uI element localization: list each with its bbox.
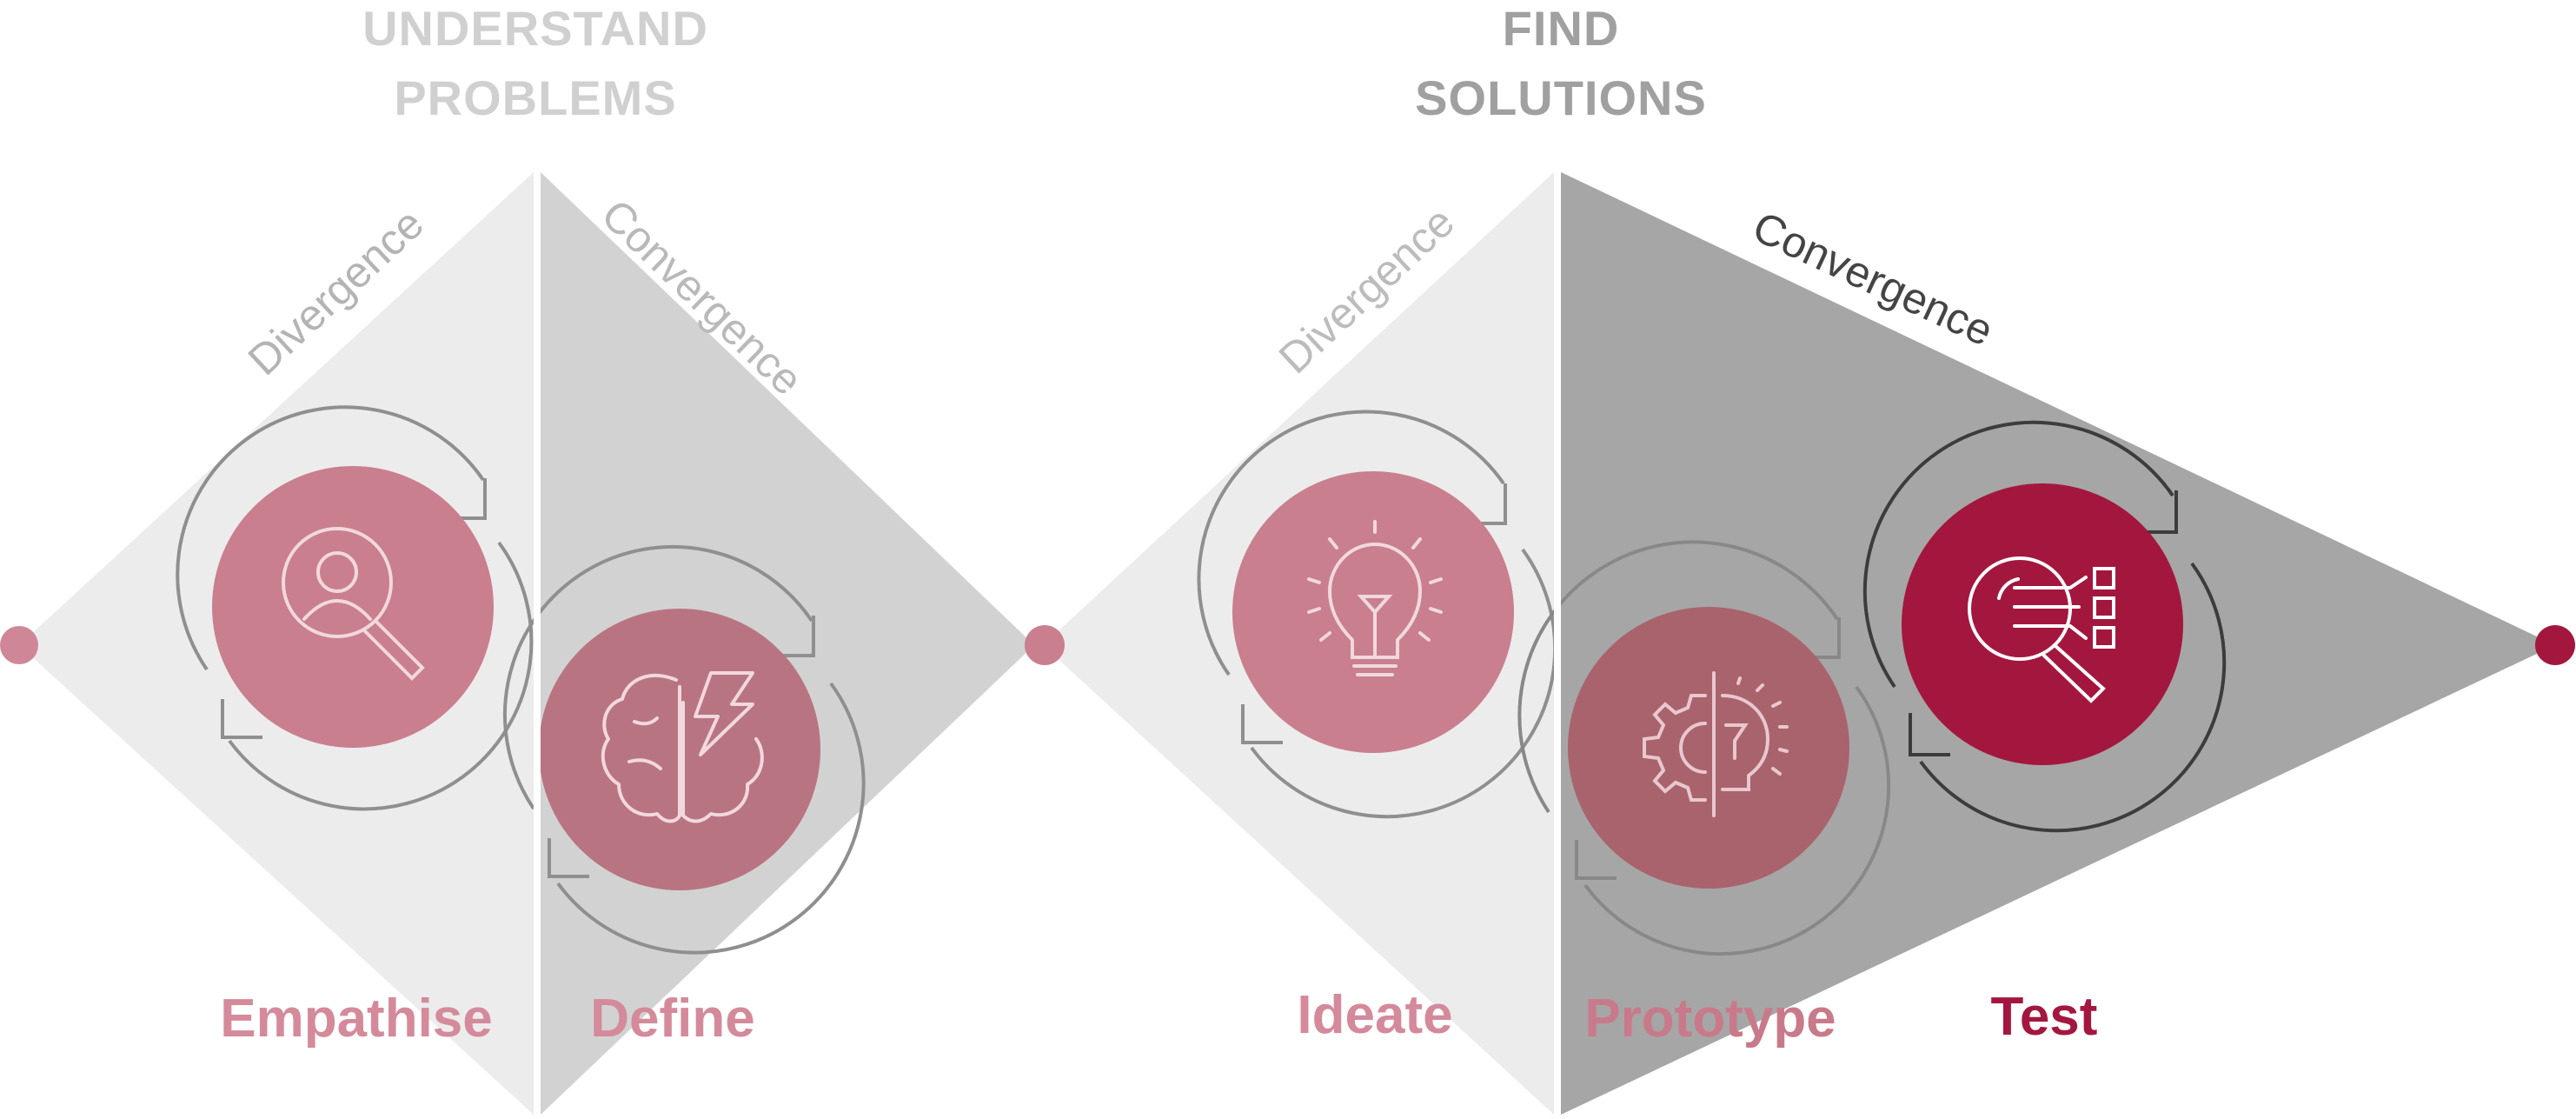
cycle-arrow-icon <box>502 545 813 810</box>
cycle-arrow-icon <box>1197 410 1505 676</box>
cycle-arrow-icon <box>228 541 534 811</box>
search-person-icon <box>282 527 425 681</box>
stage-prototype <box>1517 540 1891 956</box>
phase2-title-line2: SOLUTIONS <box>1415 70 1707 125</box>
gear-bulb-icon <box>1643 671 1789 817</box>
phase1-title-line1: UNDERSTAND <box>362 1 708 56</box>
empathise-circle <box>212 466 494 748</box>
cycle-arrow-icon <box>1862 420 2174 689</box>
stage-label-test: Test <box>1991 987 2098 1047</box>
cycle-arrow-icon <box>1919 562 2227 833</box>
stage-label-empathise: Empathise <box>220 989 493 1049</box>
stage-empathise <box>176 405 534 811</box>
stage-test <box>1862 420 2227 833</box>
stage-label-ideate: Ideate <box>1297 985 1452 1045</box>
brain-lightning-icon <box>601 671 764 823</box>
end-dot <box>2535 625 2575 665</box>
start-dot <box>0 626 38 664</box>
analysis-checklist-icon <box>1968 556 2115 703</box>
stage-label-define: Define <box>590 989 754 1049</box>
stage-define <box>502 545 866 955</box>
cycle-arrow-icon <box>556 682 866 955</box>
stage-ideate <box>1197 410 1557 819</box>
phase2-title-line1: FIND <box>1503 1 1620 56</box>
stage-label-prototype: Prototype <box>1584 989 1836 1049</box>
lightbulb-icon <box>1307 520 1443 676</box>
cycle-arrow-icon <box>176 405 485 671</box>
cycle-arrow-icon <box>1583 685 1891 956</box>
phase1-title-line2: PROBLEMS <box>394 70 676 125</box>
cycle-arrow-icon <box>1250 548 1557 819</box>
cycle-arrow-icon <box>1517 540 1839 814</box>
midpoint-dot <box>1025 625 1065 665</box>
prototype-circle <box>1568 607 1849 889</box>
